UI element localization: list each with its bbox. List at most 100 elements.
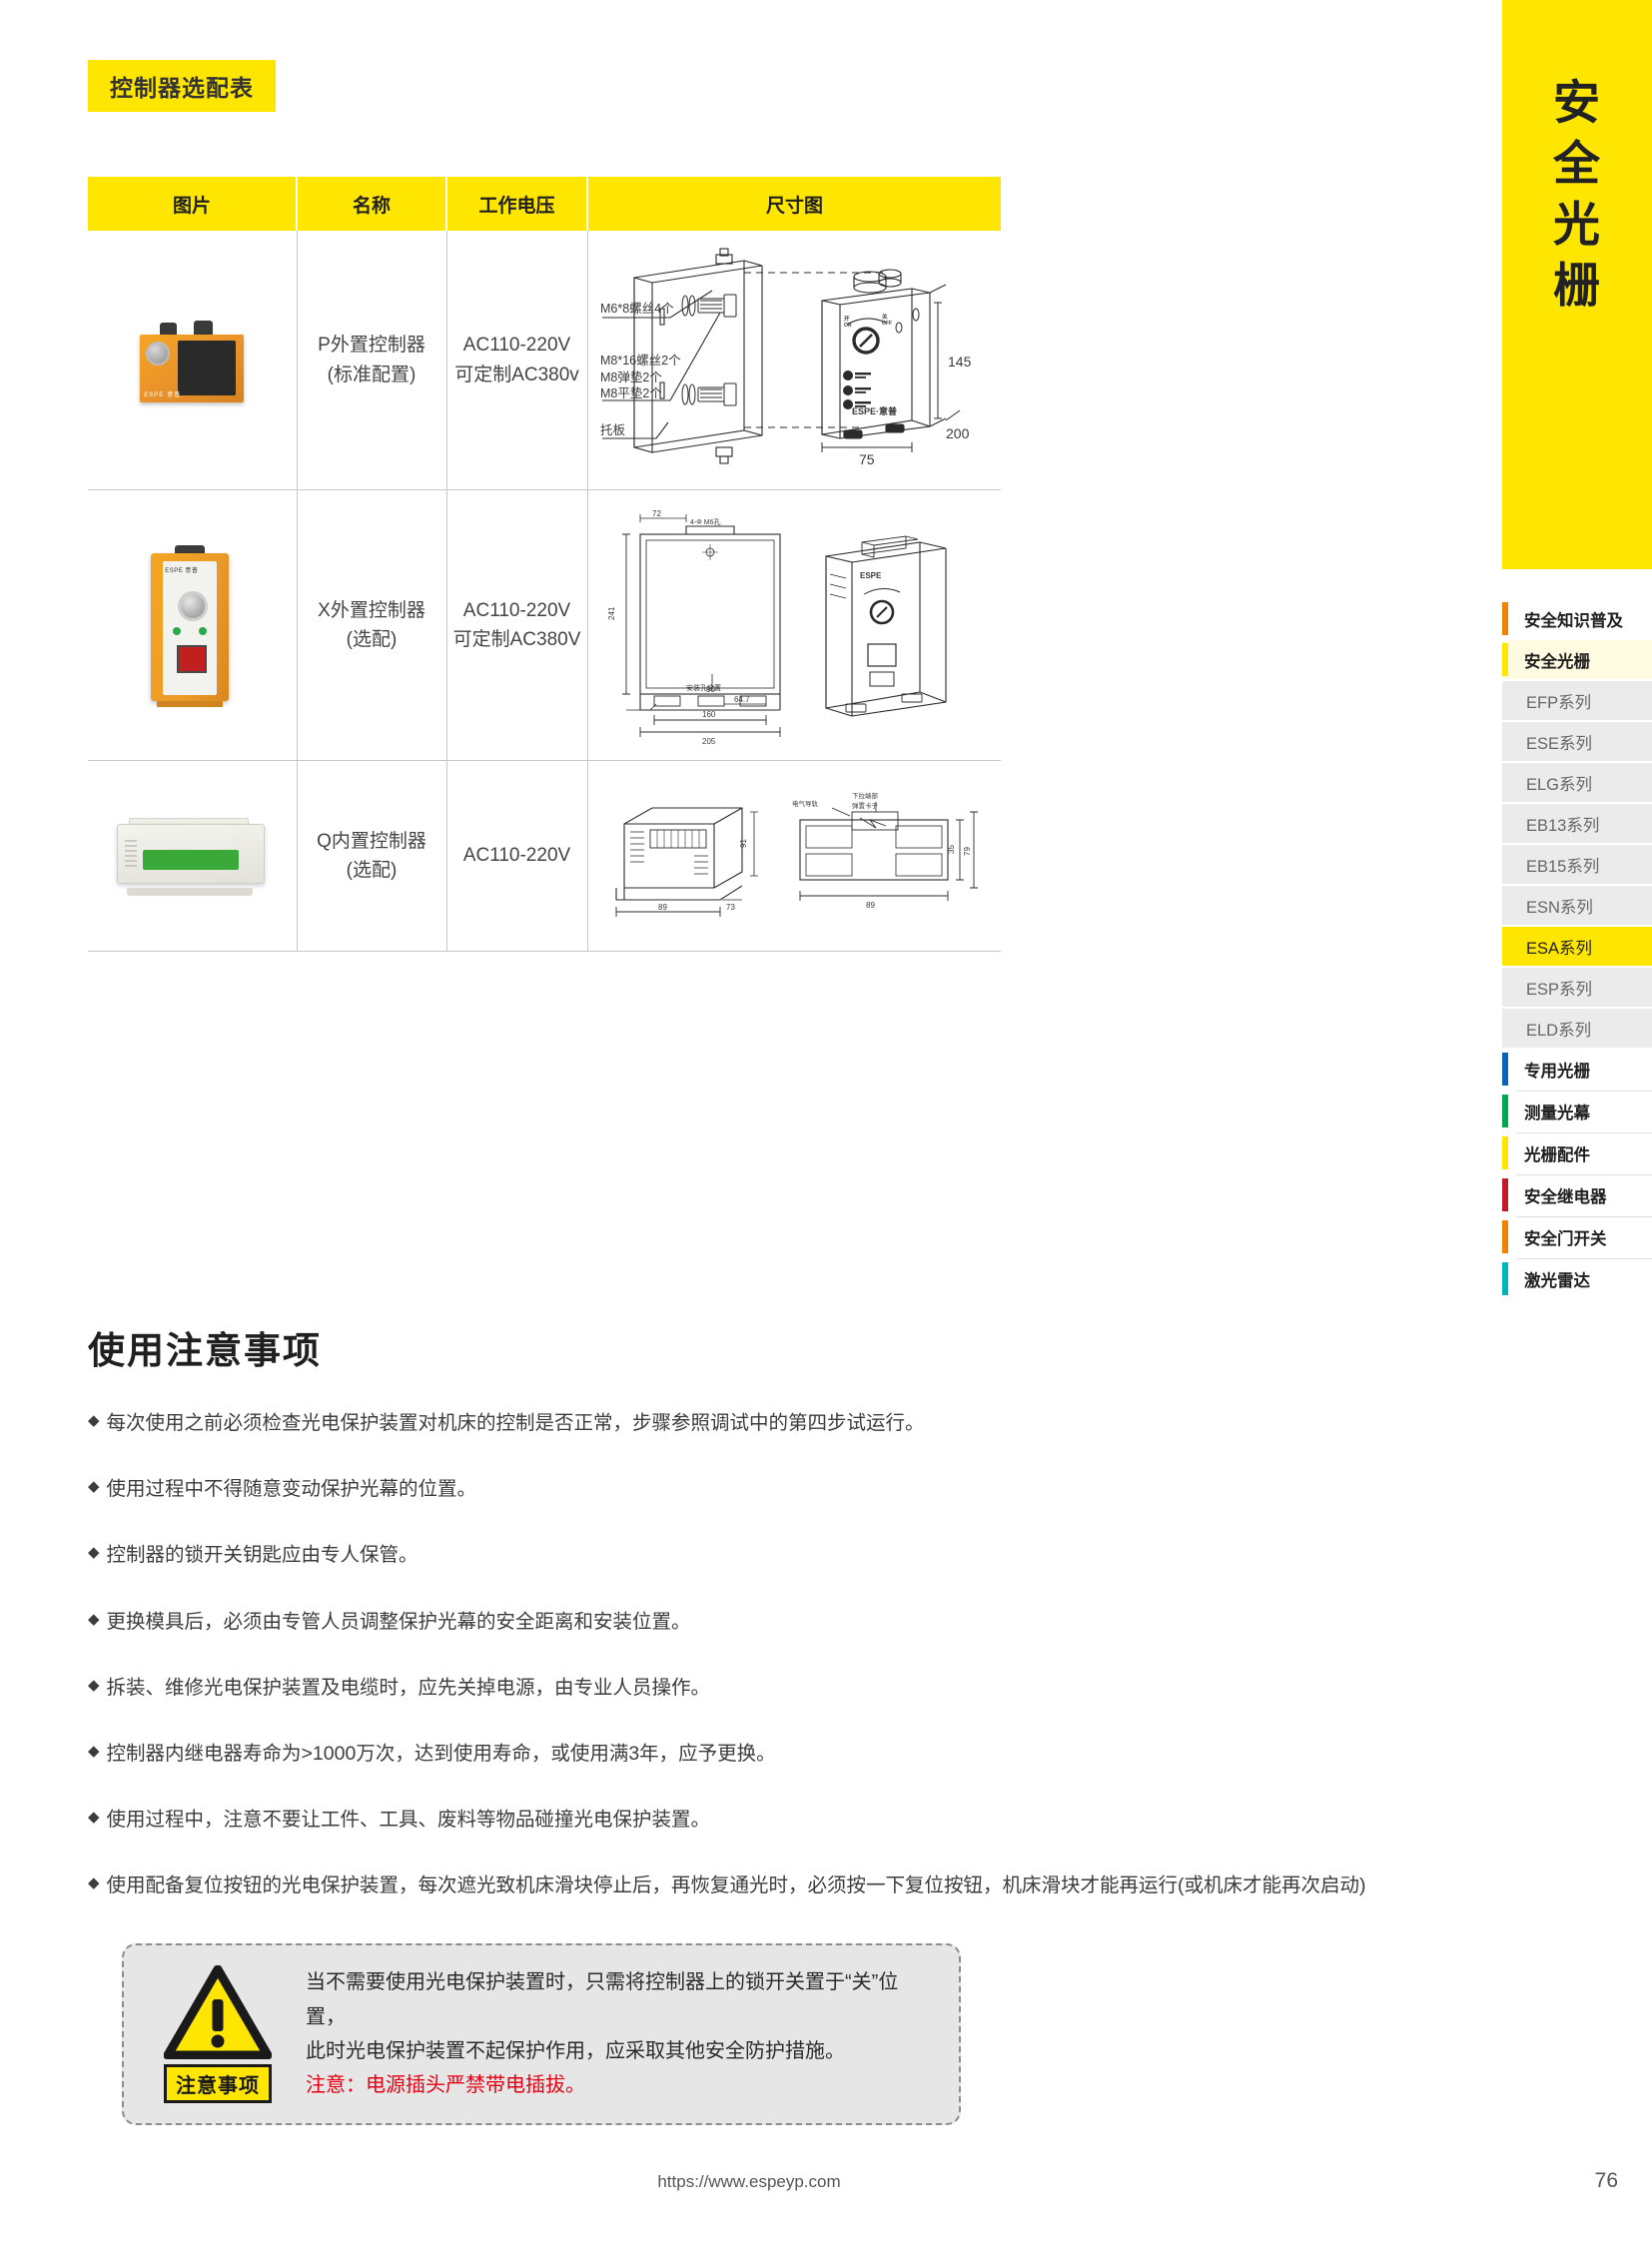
note-text: 每次使用之前必须检查光电保护装置对机床的控制是否正常，步骤参照调试中的第四步试运… bbox=[106, 1412, 925, 1434]
notes-list: ◆ 每次使用之前必须检查光电保护装置对机床的控制是否正常，步骤参照调试中的第四步… bbox=[88, 1408, 1386, 1937]
vent-icon bbox=[125, 840, 138, 870]
sidebar-item-special-light-curtain[interactable]: 专用光栅 bbox=[1502, 1050, 1652, 1089]
drawing-annotation: M8弹垫2个 bbox=[600, 370, 662, 384]
sidebar-item-elg[interactable]: ELG系列 bbox=[1502, 763, 1652, 802]
sidebar-nav: 安全知识普及 安全光栅 EFP系列 ESE系列 ELG系列 EB13系列 EB1… bbox=[1502, 599, 1652, 1300]
sidebar-item-safety-knowledge[interactable]: 安全知识普及 bbox=[1502, 599, 1652, 638]
sidebar-item-label: EFP系列 bbox=[1526, 693, 1592, 712]
sidebar-item-efp[interactable]: EFP系列 bbox=[1502, 681, 1652, 720]
sidebar-item-ese[interactable]: ESE系列 bbox=[1502, 722, 1652, 761]
key-switch-icon bbox=[178, 591, 209, 621]
sidebar-item-safety-relay[interactable]: 安全继电器 bbox=[1502, 1175, 1652, 1214]
product-name-line1: X外置控制器 bbox=[318, 599, 425, 621]
sidebar-item-label: 安全光栅 bbox=[1524, 652, 1590, 671]
voltage-line2: 可定制AC380v bbox=[454, 364, 579, 385]
table-row: ESPE 意普 X外置控制器 (选配) bbox=[88, 489, 1001, 761]
sidebar-item-esn[interactable]: ESN系列 bbox=[1502, 886, 1652, 925]
product-name-line1: Q内置控制器 bbox=[317, 830, 426, 852]
section-title-tag: 控制器选配表 bbox=[88, 60, 276, 112]
sidebar-item-label: 专用光栅 bbox=[1524, 1062, 1590, 1081]
sidebar-item-eb15[interactable]: EB15系列 bbox=[1502, 845, 1652, 884]
warning-triangle-icon bbox=[164, 1965, 272, 2059]
note-text: 控制器内继电器寿命为>1000万次，达到使用寿命，或使用满3年，应予更换。 bbox=[106, 1742, 776, 1765]
dimension-detail: 64.7 bbox=[734, 695, 750, 704]
sidebar-item-esa[interactable]: ESA系列 bbox=[1502, 927, 1652, 966]
top-cap bbox=[175, 545, 206, 555]
sidebar-item-esp[interactable]: ESP系列 bbox=[1502, 968, 1652, 1007]
voltage-line1: AC110-220V bbox=[462, 335, 571, 357]
controller-x-image: ESPE 意普 bbox=[151, 545, 233, 707]
product-name-line2: (选配) bbox=[346, 629, 398, 650]
dimension-inner-width: 160 bbox=[702, 710, 716, 719]
dimension-drawing-q: 91 89 35 79 89 73 下拉端部 弹置卡子 电气导轨 bbox=[615, 791, 979, 917]
sidebar-item-measuring-curtain[interactable]: 测量光幕 bbox=[1502, 1092, 1652, 1130]
sidebar-item-label: ESE系列 bbox=[1526, 734, 1593, 753]
note-text: 使用过程中不得随意变动保护光幕的位置。 bbox=[106, 1478, 477, 1501]
note-item: ◆ 控制器内继电器寿命为>1000万次，达到使用寿命，或使用满3年，应予更换。 bbox=[88, 1739, 1386, 1770]
dimension-drawing-x: 241 160 205 64.7 72 90 4-Φ M6孔 安装孔位置 ESP… bbox=[607, 509, 947, 746]
accent-bar bbox=[1502, 1178, 1508, 1211]
switch-on-en-label: ON bbox=[844, 323, 852, 329]
bullet-diamond-icon: ◆ bbox=[88, 1742, 100, 1760]
cable-gland-icon bbox=[160, 322, 178, 337]
note-text: 拆装、维修光电保护装置及电缆时，应先关掉电源，由专业人员操作。 bbox=[106, 1676, 711, 1699]
product-name-line1: P外置控制器 bbox=[318, 335, 425, 357]
base-plate bbox=[157, 701, 224, 707]
note-item: ◆ 使用过程中，注意不要让工件、工具、废料等物品碰撞光电保护装置。 bbox=[88, 1805, 1386, 1836]
product-voltage-cell: AC110-220V 可定制AC380V bbox=[446, 489, 588, 761]
dimension-drawing-cell: 241 160 205 64.7 72 90 4-Φ M6孔 安装孔位置 ESP… bbox=[587, 489, 1001, 761]
warning-line-1: 当不需要使用光电保护装置时，只需将控制器上的锁开关置于“关”位置， bbox=[306, 1971, 899, 2028]
warning-box: 注意事项 当不需要使用光电保护装置时，只需将控制器上的锁开关置于“关”位置， 此… bbox=[122, 1943, 961, 2125]
terminal-block bbox=[143, 850, 240, 870]
warning-text-group: 当不需要使用光电保护装置时，只需将控制器上的锁开关置于“关”位置， 此时光电保护… bbox=[306, 1965, 929, 2103]
table-row: ESPE·意普 P外置控制器 (标准配置) AC110-220V 可定制AC38… bbox=[88, 231, 1001, 490]
dimension-front-width: 89 bbox=[866, 901, 875, 910]
banner-char: 全 bbox=[1553, 137, 1601, 191]
right-sidebar: 安 全 光 栅 安全知识普及 安全光栅 EFP系列 ESE系列 ELG系列 bbox=[1502, 0, 1652, 2241]
voltage-line1: AC110-220V bbox=[462, 845, 571, 867]
product-photo-cell: ESPE 意普 bbox=[88, 489, 298, 761]
dimension-drawing-cell: M6*8螺丝4个 M8*16螺丝2个 M8弹垫2个 M8平垫2个 托板 145 … bbox=[587, 231, 1001, 490]
sidebar-item-eb13[interactable]: EB13系列 bbox=[1502, 804, 1652, 843]
sidebar-item-accessories[interactable]: 光栅配件 bbox=[1502, 1133, 1652, 1172]
drawing-annotation: 托板 bbox=[600, 423, 626, 437]
drawing-annotation: 安装孔位置 bbox=[686, 683, 721, 692]
sidebar-item-label: ESA系列 bbox=[1526, 939, 1593, 958]
voltage-line1: AC110-220V bbox=[462, 599, 571, 621]
bullet-diamond-icon: ◆ bbox=[88, 1676, 100, 1694]
warning-tag-label: 注意事项 bbox=[164, 2064, 272, 2103]
key-switch-icon bbox=[146, 341, 171, 366]
note-item: ◆ 使用过程中不得随意变动保护光幕的位置。 bbox=[88, 1474, 1386, 1505]
drawing-annotation: 电气导轨 bbox=[792, 799, 819, 808]
note-text: 使用过程中，注意不要让工件、工具、废料等物品碰撞光电保护装置。 bbox=[106, 1809, 711, 1832]
footer-website-url[interactable]: https://www.espeyp.com bbox=[657, 2172, 841, 2191]
controller-options-table: 图片 名称 工作电压 尺寸图 bbox=[88, 177, 1001, 952]
nav-divider bbox=[1516, 1091, 1652, 1092]
product-photo-q bbox=[92, 767, 293, 945]
power-switch-icon bbox=[177, 645, 208, 673]
column-header-drawing: 尺寸图 bbox=[587, 177, 1001, 231]
accent-bar bbox=[1502, 602, 1508, 635]
warning-line-3-emphasis: 注意：电源插头严禁带电插拔。 bbox=[306, 2074, 585, 2097]
bullet-diamond-icon: ◆ bbox=[88, 1412, 100, 1429]
bullet-diamond-icon: ◆ bbox=[88, 1610, 100, 1628]
accent-bar bbox=[1502, 643, 1508, 676]
page-number: 76 bbox=[1594, 2169, 1618, 2192]
dimension-width: 75 bbox=[859, 451, 875, 467]
sidebar-item-safety-door-switch[interactable]: 安全门开关 bbox=[1502, 1217, 1652, 1256]
drawing-annotation: 下拉端部 bbox=[852, 791, 879, 800]
cable-gland-icon bbox=[194, 320, 214, 337]
sidebar-item-laser-radar[interactable]: 激光雷达 bbox=[1502, 1259, 1652, 1298]
sidebar-item-label: ELD系列 bbox=[1526, 1021, 1592, 1040]
dimension-height: 145 bbox=[948, 354, 972, 370]
dimension-width: 89 bbox=[658, 903, 667, 912]
accent-bar bbox=[1502, 1095, 1508, 1127]
sidebar-item-safety-light-curtain[interactable]: 安全光栅 bbox=[1502, 640, 1652, 679]
sidebar-item-label: 安全继电器 bbox=[1524, 1187, 1607, 1206]
sidebar-item-label: 安全知识普及 bbox=[1524, 611, 1623, 630]
led-indicator-icon bbox=[173, 627, 182, 635]
sidebar-item-eld[interactable]: ELD系列 bbox=[1502, 1009, 1652, 1048]
front-panel bbox=[163, 561, 218, 695]
sidebar-item-label: ESP系列 bbox=[1526, 980, 1593, 999]
sidebar-item-label: EB15系列 bbox=[1526, 857, 1600, 876]
